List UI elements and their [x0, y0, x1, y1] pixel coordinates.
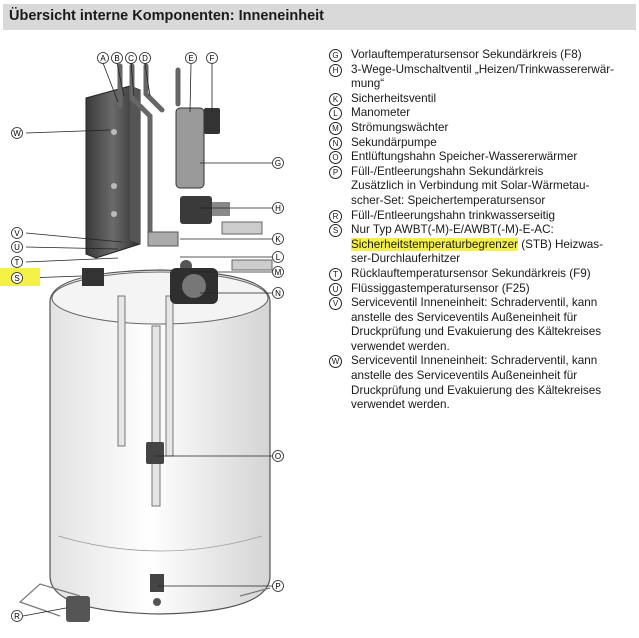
svg-text:A: A [100, 54, 106, 63]
header-bar: Übersicht interne Komponenten: Inneneinh… [3, 4, 636, 30]
callout-c: C [125, 52, 137, 64]
svg-text:F: F [210, 54, 215, 63]
svg-text:V: V [14, 229, 20, 238]
callout-p: P [272, 580, 284, 592]
callout-w: W [11, 127, 23, 139]
callout-h: H [272, 202, 284, 214]
callout-s: S [11, 272, 23, 284]
callouts: A B C D E F G H K L M N O P R S T U V W [11, 52, 284, 622]
plate-heat-exchanger [85, 85, 141, 259]
callout-m: M [272, 266, 284, 278]
svg-text:G: G [275, 159, 281, 168]
stb-component [82, 268, 104, 286]
callout-t: T [11, 256, 23, 268]
svg-text:C: C [128, 54, 134, 63]
svg-text:U: U [14, 243, 20, 252]
callout-k: K [272, 233, 284, 245]
callout-e: E [185, 52, 197, 64]
storage-tank [18, 269, 271, 617]
drain-cock-assembly [66, 596, 90, 622]
drain-valve-assembly [150, 574, 164, 606]
svg-text:R: R [14, 612, 20, 621]
svg-text:O: O [275, 452, 281, 461]
callout-a: A [97, 52, 109, 64]
svg-text:E: E [188, 54, 193, 63]
stb-highlight: Sicherheitstemperaturbegrenzer [351, 237, 518, 251]
pipe-bundle [117, 63, 181, 239]
callout-l: L [272, 251, 284, 263]
callout-d: D [139, 52, 151, 64]
callout-o: O [272, 450, 284, 462]
page-title: Übersicht interne Komponenten: Inneneinh… [9, 8, 324, 24]
svg-text:S: S [14, 274, 19, 283]
svg-text:P: P [275, 582, 280, 591]
callout-g: G [272, 157, 284, 169]
callout-f: F [206, 52, 218, 64]
svg-text:T: T [15, 258, 20, 267]
indoor-unit-diagram: A B C D E F G H K L M N O P R S T U V W [0, 52, 284, 622]
callout-b: B [111, 52, 123, 64]
callout-r: R [11, 610, 23, 622]
callout-n: N [272, 287, 284, 299]
hydraulic-assembly [147, 107, 273, 304]
svg-text:N: N [275, 289, 281, 298]
svg-text:K: K [275, 235, 281, 244]
svg-text:B: B [114, 54, 119, 63]
svg-text:L: L [276, 253, 281, 262]
callout-u: U [11, 241, 23, 253]
svg-text:D: D [142, 54, 148, 63]
svg-text:H: H [275, 204, 281, 213]
svg-text:W: W [13, 129, 21, 138]
svg-text:M: M [275, 268, 282, 277]
vent-valve-assembly [146, 442, 164, 464]
leader-lines [22, 62, 272, 617]
callout-v: V [11, 227, 23, 239]
